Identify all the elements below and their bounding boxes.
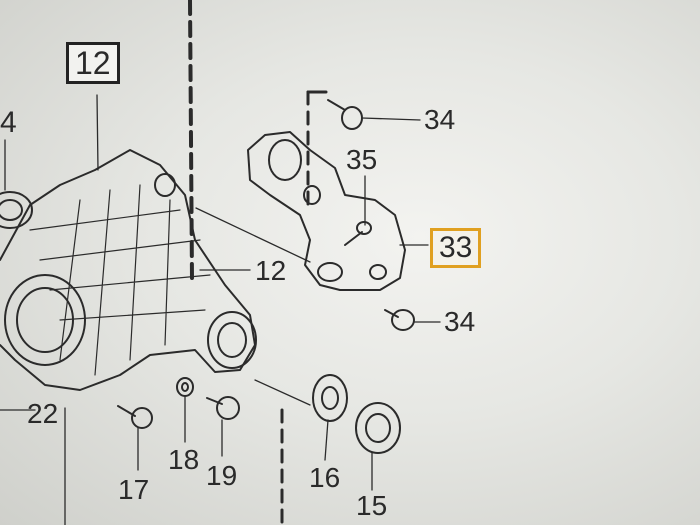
callout-35: 35 bbox=[346, 144, 378, 175]
bolt-19 bbox=[206, 396, 240, 420]
callout-19: 19 bbox=[206, 460, 238, 491]
bracket-hole bbox=[317, 262, 343, 282]
callout-33-highlighted: 33 bbox=[430, 228, 482, 268]
bolt-34-top bbox=[327, 99, 363, 130]
bracket-hole bbox=[303, 185, 321, 205]
bolt-35 bbox=[344, 221, 372, 246]
leader-line bbox=[195, 207, 311, 263]
callout-34-bottom: 34 bbox=[444, 306, 476, 337]
callout-18: 18 bbox=[168, 444, 200, 475]
housing-outlet bbox=[207, 311, 257, 369]
bolt-17 bbox=[117, 405, 153, 429]
housing-part bbox=[0, 149, 256, 391]
callout-34-top: 34 bbox=[424, 104, 456, 135]
seal-ring bbox=[0, 191, 33, 229]
nut-18 bbox=[176, 377, 194, 397]
callout-4: 4 bbox=[0, 106, 17, 139]
divider-line bbox=[188, 0, 194, 282]
bracket-hole bbox=[369, 264, 387, 280]
housing-bore bbox=[16, 287, 74, 353]
bracket-part bbox=[247, 131, 406, 291]
callout-22: 22 bbox=[27, 398, 59, 429]
callout-12: 12 bbox=[255, 255, 287, 286]
housing-boss bbox=[154, 173, 176, 197]
leader-line bbox=[254, 379, 311, 406]
callout-15: 15 bbox=[356, 490, 388, 521]
housing-bore bbox=[4, 274, 86, 366]
leader-line bbox=[361, 117, 421, 121]
leader-line bbox=[96, 94, 99, 171]
housing-outlet bbox=[217, 322, 247, 358]
washer-15 bbox=[355, 402, 401, 454]
bracket-boss bbox=[268, 139, 302, 181]
washer-16 bbox=[312, 374, 348, 422]
housing-detail bbox=[29, 184, 211, 376]
leader-line bbox=[324, 419, 329, 461]
seal-ring bbox=[0, 199, 23, 221]
callout-17: 17 bbox=[118, 474, 150, 505]
callout-16: 16 bbox=[309, 462, 341, 493]
bolt-34-bottom bbox=[384, 309, 415, 331]
callout-12-boxed: 12 bbox=[66, 42, 120, 84]
